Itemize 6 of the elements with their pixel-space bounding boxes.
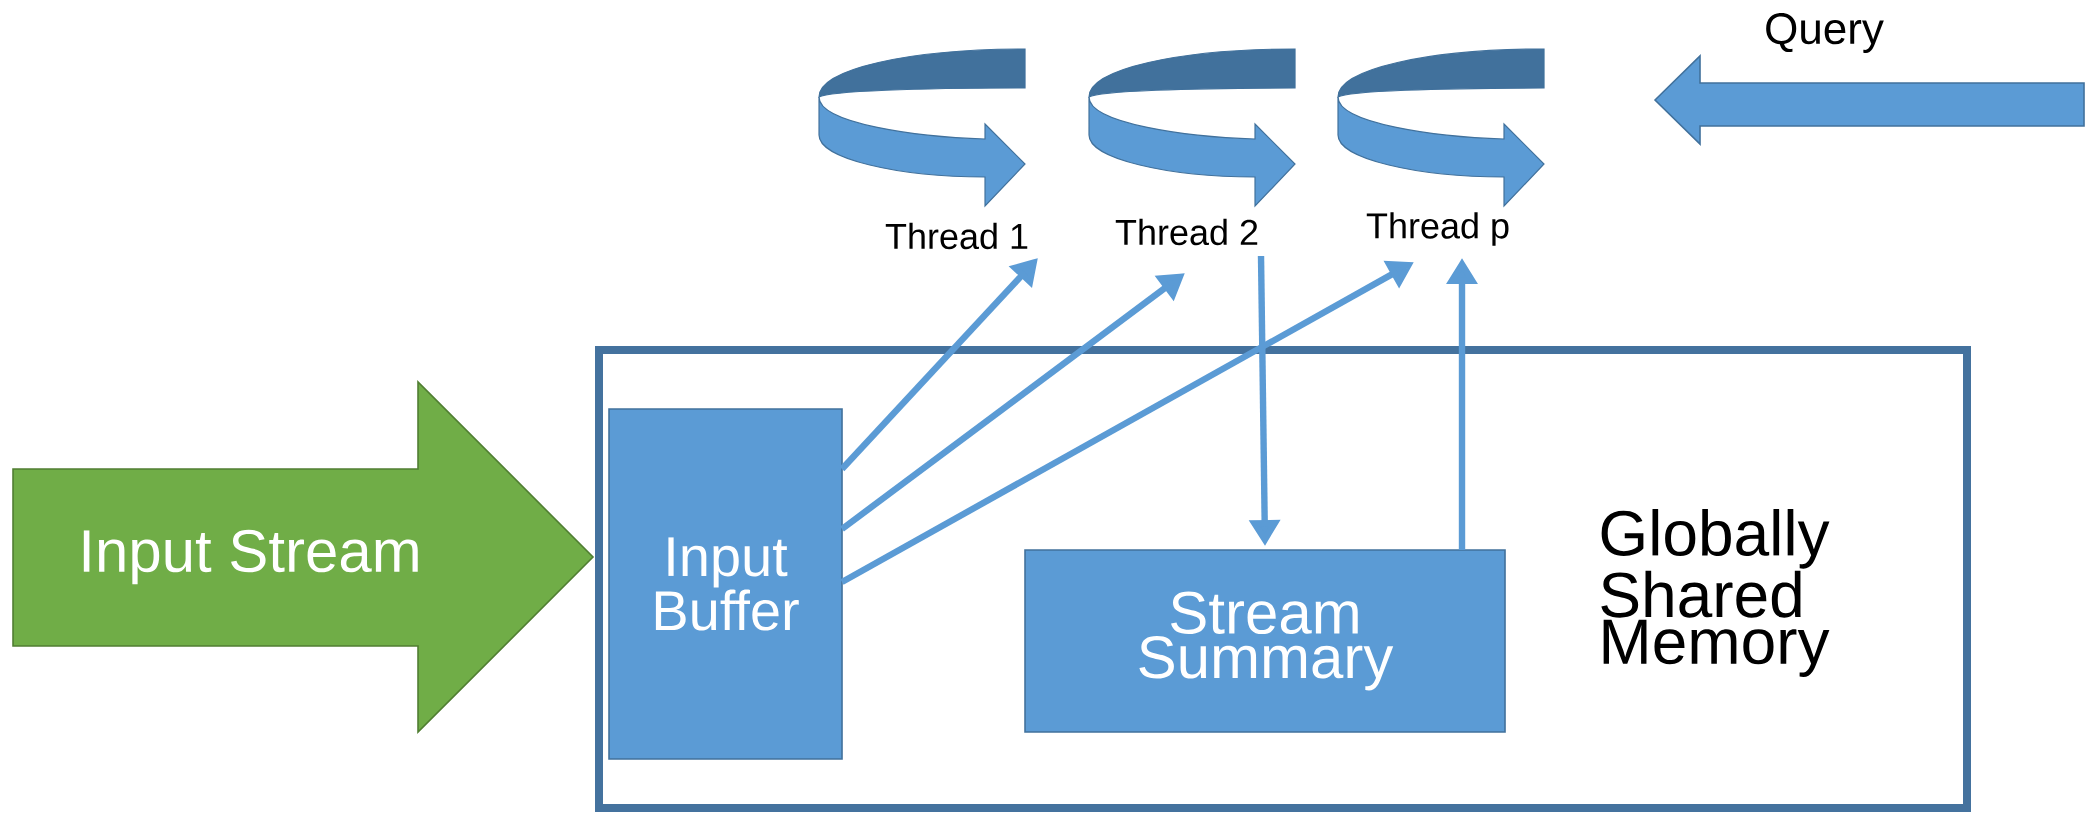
process-box: Stream Summary	[1024, 549, 1506, 733]
process-box: Input Buffer	[608, 408, 843, 760]
thread-label: Thread 1	[885, 222, 1028, 250]
thread-label: Thread p	[1366, 212, 1509, 246]
thread-label: Thread 2	[1115, 218, 1258, 246]
node-label: Query	[1766, 13, 1884, 53]
